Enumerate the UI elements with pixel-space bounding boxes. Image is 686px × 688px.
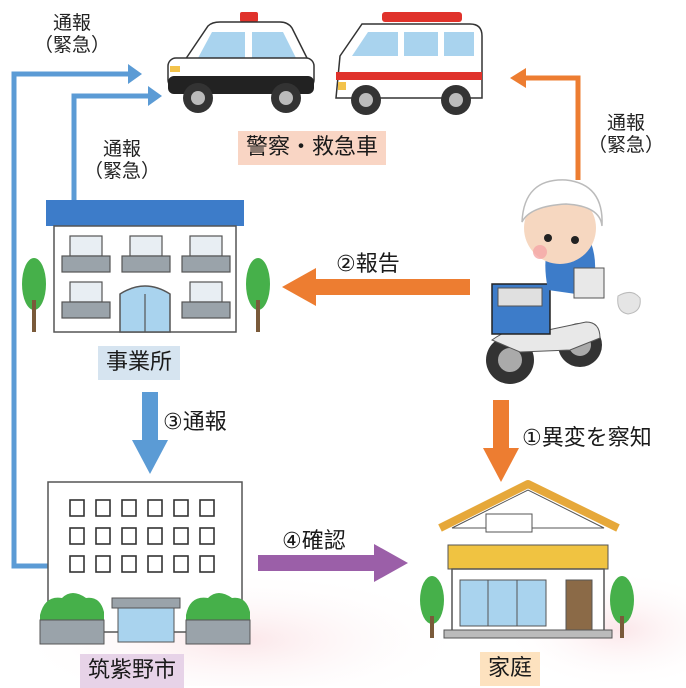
note-label: （緊急） xyxy=(587,134,664,156)
city-hall-building xyxy=(39,481,251,645)
office-label: 事業所 xyxy=(98,346,181,380)
emergency-report-note-right: 通報 （緊急） xyxy=(582,112,670,156)
city-label: 筑紫野市 xyxy=(80,654,185,688)
emergency-report-note-left: 通報 （緊急） xyxy=(28,12,116,56)
blue-arrow-office-to-city-shaft xyxy=(142,392,158,442)
orange-arrowhead-home xyxy=(483,448,519,482)
orange-line-rider-to-vehicles xyxy=(525,75,581,180)
blue-line-office-to-vehicles xyxy=(71,93,150,200)
house xyxy=(420,480,634,639)
emergency-report-note-office: 通報 （緊急） xyxy=(78,138,166,182)
orange-arrowhead-vehicles xyxy=(510,68,526,88)
office-building xyxy=(22,200,270,333)
step3-notify-label: ③通報 xyxy=(163,410,227,435)
note-label: 通報 xyxy=(52,12,91,34)
step1-notice-label: ①異変を察知 xyxy=(522,426,652,451)
ambulance xyxy=(335,12,483,115)
delivery-rider xyxy=(486,179,641,384)
home-label: 家庭 xyxy=(480,652,541,686)
orange-arrowhead-office xyxy=(282,268,316,306)
orange-arrow-notice-shaft xyxy=(493,400,509,450)
purple-arrowhead-home xyxy=(374,544,408,582)
blue-arrowhead-vehicles-left xyxy=(128,64,142,84)
blue-arrowhead-city xyxy=(132,440,168,474)
note-label: 通報 xyxy=(606,112,645,134)
step2-report-label: ②報告 xyxy=(336,252,400,277)
purple-arrow-confirm-shaft xyxy=(258,555,378,571)
blue-line-city-to-vehicles xyxy=(11,71,130,569)
blue-arrowhead-vehicles-office xyxy=(148,86,162,106)
police-ambulance-label: 警察・救急車 xyxy=(238,131,387,165)
police-car xyxy=(167,12,315,113)
note-label: 通報 xyxy=(102,138,141,160)
note-label: （緊急） xyxy=(33,34,110,56)
step4-confirm-label: ④確認 xyxy=(282,529,346,554)
orange-arrow-report-shaft xyxy=(312,279,470,295)
note-label: （緊急） xyxy=(83,160,160,182)
